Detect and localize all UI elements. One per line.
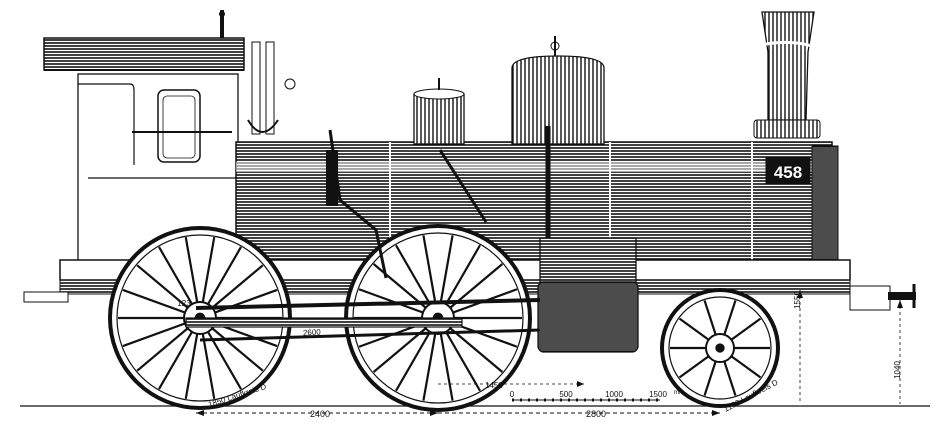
rod-length-label: 2600 — [303, 328, 322, 338]
axle-height-label: 1550 — [793, 291, 802, 309]
rear-buffer-beam — [23, 291, 69, 303]
wheel-rim — [668, 296, 772, 400]
steam-dome-small — [413, 78, 465, 145]
wheel-axle — [715, 343, 725, 353]
scale-bar: 0 500 1000 1500 mm — [510, 390, 684, 402]
steam-chest — [539, 237, 637, 283]
boiler-barrel — [235, 141, 833, 271]
steam-dome-large — [511, 36, 605, 145]
wheelbase-rear-label: 2400 — [310, 409, 330, 419]
chimney — [753, 11, 821, 139]
front-buffer-beam — [849, 285, 891, 311]
wheelbase-front-label: 2800 — [586, 409, 606, 419]
coupling-rods — [185, 129, 541, 342]
cylinder-offset-label: 1450 — [485, 381, 503, 390]
front-carrying-wheel — [660, 288, 780, 408]
scale-unit: mm — [674, 390, 684, 396]
smokebox-door — [811, 145, 839, 271]
cab-roof — [43, 37, 245, 71]
cylinder — [537, 126, 639, 353]
number-plate: 458 — [765, 157, 811, 185]
rear-hub-number: 123 — [177, 299, 191, 308]
scale-tick-1000: 1000 — [605, 390, 623, 399]
scale-tick-500: 500 — [559, 390, 573, 399]
cylinder-body — [537, 281, 639, 353]
cab-window — [157, 89, 201, 163]
scale-tick-1500: 1500 — [649, 390, 667, 399]
buffer-height-label: 1040 — [893, 361, 902, 379]
dimension-lines: 2400 2800 1450 1550 1040 — [196, 290, 903, 419]
plate-number: 458 — [774, 163, 802, 182]
scale-tick-0: 0 — [510, 390, 515, 399]
safety-valves — [247, 41, 296, 135]
